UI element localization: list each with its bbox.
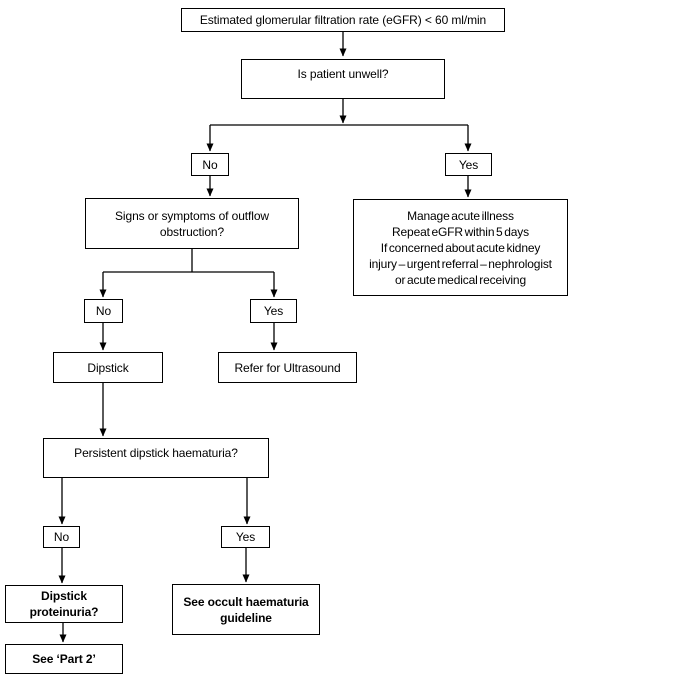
node-manage-line1: Manage acute illness xyxy=(407,208,514,223)
node-is-patient-unwell: Is patient unwell? xyxy=(241,59,445,99)
node-no-haematuria: No xyxy=(43,526,80,548)
node-outflow-obstruction-line1: Signs or symptoms of outflow xyxy=(115,208,269,223)
node-occult-line1: See occult haematuria xyxy=(183,594,309,609)
node-manage-line2: Repeat eGFR within 5 days xyxy=(392,224,529,239)
node-yes-unwell: Yes xyxy=(445,153,492,176)
node-persistent-haematuria: Persistent dipstick haematuria? xyxy=(43,438,269,478)
node-dipstick-proteinuria: Dipstick proteinuria? xyxy=(5,585,123,623)
node-manage-line3: If concerned about acute kidney xyxy=(380,240,541,255)
node-outflow-obstruction: Signs or symptoms of outflow obstruction… xyxy=(85,198,299,249)
node-yes-unwell-label: Yes xyxy=(458,157,479,172)
node-is-patient-unwell-label: Is patient unwell? xyxy=(297,67,389,81)
node-persistent-haematuria-label: Persistent dipstick haematuria? xyxy=(74,446,238,460)
node-dipstick-proteinuria-line2: proteinuria? xyxy=(29,605,99,619)
node-yes-obstruction: Yes xyxy=(250,299,297,323)
node-manage-line4: injury – urgent referral – nephrologist xyxy=(369,256,552,271)
node-no-obstruction-label: No xyxy=(95,304,112,318)
node-yes-obstruction-label: Yes xyxy=(263,304,284,318)
node-dipstick-proteinuria-line1: Dipstick xyxy=(41,589,87,603)
node-manage-line5: or acute medical receiving xyxy=(394,272,526,287)
node-no-unwell: No xyxy=(191,153,229,176)
node-manage-acute-illness: Manage acute illness Repeat eGFR within … xyxy=(353,199,568,296)
node-occult-line2: guideline xyxy=(220,610,272,625)
node-see-part-2: See ‘Part 2’ xyxy=(5,644,123,674)
node-see-part-2-label: See ‘Part 2’ xyxy=(32,652,96,666)
node-no-haematuria-label: No xyxy=(53,530,70,544)
node-refer-ultrasound: Refer for Ultrasound xyxy=(218,352,357,383)
node-no-unwell-label: No xyxy=(202,157,218,172)
node-occult-haematuria-guideline: See occult haematuria guideline xyxy=(172,584,320,635)
node-dipstick-label: Dipstick xyxy=(87,360,129,375)
node-egfr-label: Estimated glomerular filtration rate (eG… xyxy=(199,13,487,27)
node-refer-ultrasound-label: Refer for Ultrasound xyxy=(234,360,341,375)
node-outflow-obstruction-line2: obstruction? xyxy=(159,224,225,239)
node-dipstick: Dipstick xyxy=(53,352,163,383)
node-yes-haematuria: Yes xyxy=(221,526,270,548)
node-egfr: Estimated glomerular filtration rate (eG… xyxy=(181,8,505,32)
node-no-obstruction: No xyxy=(84,299,123,323)
node-yes-haematuria-label: Yes xyxy=(235,530,256,544)
